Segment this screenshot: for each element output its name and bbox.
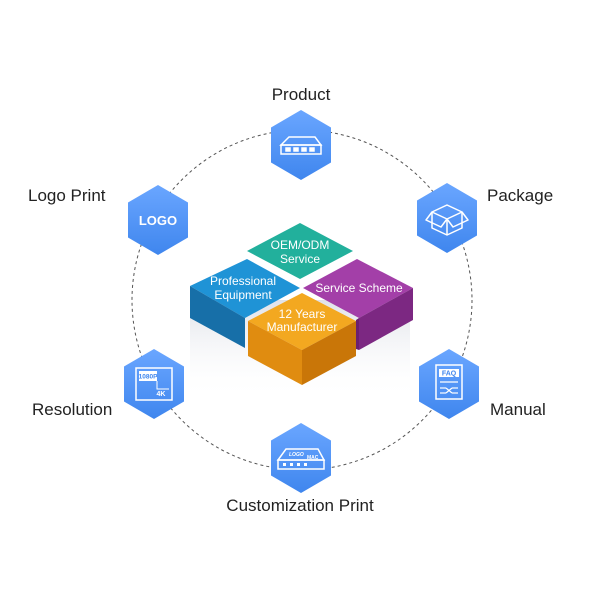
manual-label: Manual <box>490 400 546 419</box>
professional-block-top <box>190 259 300 318</box>
resolution-label: Resolution <box>32 400 113 419</box>
logo-badge-icon: LOGO <box>139 213 177 228</box>
logo-print-label: Logo Print <box>28 186 106 205</box>
years-block-top <box>248 293 356 350</box>
manual-node: FAQ <box>419 349 479 419</box>
package-hex <box>417 183 477 253</box>
faq-text: FAQ <box>442 371 457 378</box>
device-logo-text: LOGO <box>289 452 304 458</box>
product-node <box>271 110 331 180</box>
open-box-icon <box>425 204 469 236</box>
center-blocks <box>190 223 413 400</box>
professional-text-2: Equipment <box>214 288 272 302</box>
years-block-right <box>302 321 356 385</box>
service-block-right <box>359 288 413 350</box>
years-block-left <box>248 321 302 385</box>
device-mac-text: MAC <box>307 455 319 461</box>
professional-text-1: Professional <box>210 274 276 288</box>
faq-manual-icon: FAQ <box>435 364 463 400</box>
resolution-hex <box>124 349 184 419</box>
service-block-top <box>303 259 413 318</box>
years-text-1: 12 Years <box>279 307 326 321</box>
professional-block-left <box>190 286 245 348</box>
oem-text-1: OEM/ODM <box>271 238 330 252</box>
customization-label: Customization Print <box>226 496 374 515</box>
printed-device-icon: LOGO MAC <box>276 448 326 470</box>
device-box-icon <box>279 136 323 155</box>
oem-text-2: Service <box>280 252 320 266</box>
logo-print-hex <box>128 185 188 255</box>
package-node <box>417 183 477 253</box>
res-1080-text: 1080P <box>139 374 158 381</box>
customization-hex <box>271 423 331 493</box>
resolution-icon: 1080P 4K <box>135 367 173 401</box>
logo-print-node: LOGO <box>128 185 188 255</box>
customization-node: LOGO MAC <box>271 423 331 493</box>
manual-hex <box>419 349 479 419</box>
oem-block-top <box>247 223 353 279</box>
service-scheme-text: Service Scheme <box>315 281 403 295</box>
package-label: Package <box>487 186 554 205</box>
resolution-node: 1080P 4K <box>124 349 184 419</box>
res-4k-text: 4K <box>157 391 166 398</box>
product-label: Product <box>271 85 331 104</box>
years-text-2: Manufacturer <box>267 320 338 334</box>
